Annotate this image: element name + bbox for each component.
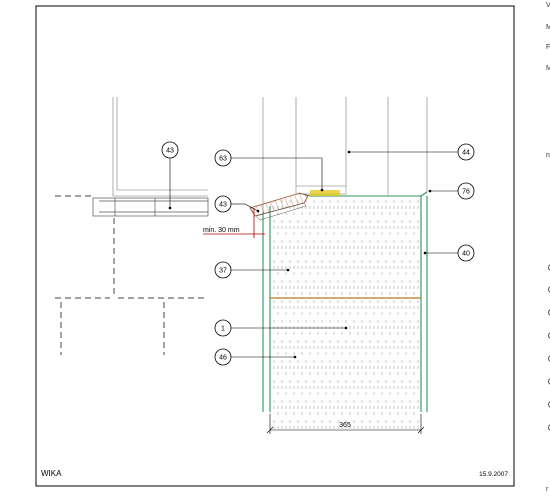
callout-label: 37 — [219, 268, 227, 275]
edge-radio-icon[interactable] — [548, 332, 550, 339]
existing-structure-dashed — [55, 195, 208, 355]
edge-radio-icon[interactable] — [548, 309, 550, 316]
edge-radio-icon[interactable] — [548, 264, 550, 271]
width-dimension — [266, 414, 425, 434]
callout-44: 44 — [457, 143, 475, 161]
callout-label: 40 — [462, 251, 470, 258]
edge-text: V — [546, 2, 550, 9]
callout-label: 76 — [462, 189, 470, 196]
callout-40: 40 — [457, 244, 475, 262]
edge-radio-icon[interactable] — [548, 378, 550, 385]
callout-label: 1 — [221, 326, 225, 333]
wall-insulation-body — [270, 196, 421, 430]
date-label: 15.9.2007 — [479, 471, 508, 478]
edge-radio-icon[interactable] — [548, 401, 550, 408]
edge-radio-icon[interactable] — [548, 355, 550, 362]
min-clearance-dimension — [203, 208, 265, 238]
callout-label: 43 — [219, 202, 227, 209]
company-label: WIKA — [41, 469, 62, 478]
window-frame-lines — [112, 97, 428, 212]
callout-label: 63 — [219, 156, 227, 163]
edge-text: r — [546, 486, 549, 493]
callout-label: 44 — [462, 150, 470, 157]
edge-radio-icon[interactable] — [548, 286, 550, 293]
callout-37: 37 — [214, 261, 232, 279]
callout-label: 43 — [166, 148, 174, 155]
edge-text: M — [546, 65, 550, 72]
callout-76: 76 — [457, 182, 475, 200]
drawing-frame — [35, 5, 515, 487]
callout-label: 46 — [219, 355, 227, 362]
min-clearance-label: min. 30 mm — [203, 227, 240, 234]
edge-text: M — [546, 24, 550, 31]
callout-1: 1 — [214, 319, 232, 337]
sill-flashing — [255, 202, 307, 221]
callout-46: 46 — [214, 348, 232, 366]
edge-text: F — [546, 44, 550, 51]
callout-63: 63 — [214, 149, 232, 167]
gasket — [310, 190, 340, 196]
edge-text: n — [546, 152, 550, 159]
callout-43-sill: 43 — [214, 195, 232, 213]
callout-43-top: 43 — [161, 141, 179, 159]
edge-radio-icon[interactable] — [548, 424, 550, 431]
width-dimension-label: 365 — [339, 422, 351, 429]
existing-sill-block — [92, 197, 209, 217]
